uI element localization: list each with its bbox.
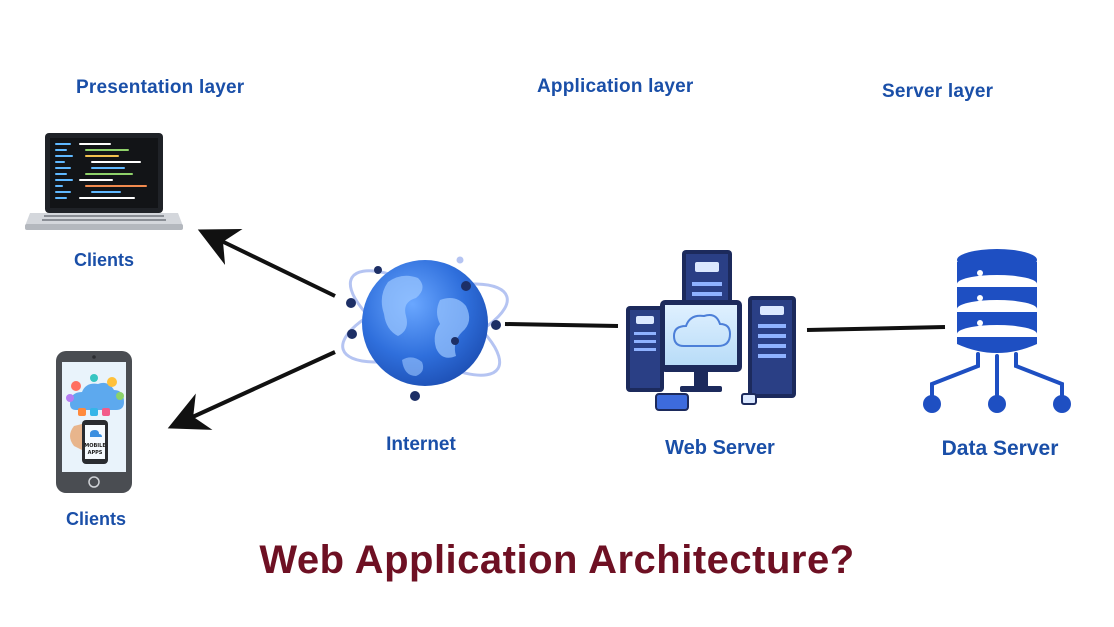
line-webserver-dataserver bbox=[806, 325, 946, 332]
data-server-label: Data Server bbox=[941, 437, 1059, 460]
laptop-clients-label: Clients bbox=[73, 250, 135, 270]
database-icon bbox=[923, 249, 1071, 413]
phone-screen-caption-line1: MOBILE bbox=[84, 443, 106, 449]
presentation-layer-label: Presentation layer bbox=[76, 77, 245, 98]
internet-label: Internet bbox=[386, 434, 456, 455]
line-internet-webserver bbox=[504, 322, 619, 328]
connections bbox=[167, 228, 946, 430]
smartphone-icon: MOBILE APPS bbox=[56, 351, 132, 493]
web-server-icon bbox=[626, 250, 796, 411]
mobile-clients-label: Clients bbox=[65, 509, 127, 529]
phone-screen-caption-line2: APPS bbox=[88, 450, 103, 456]
application-layer-label: Application layer bbox=[537, 76, 694, 97]
globe-icon bbox=[341, 256, 509, 401]
arrow-to-laptop-client bbox=[197, 228, 336, 298]
diagram-title: Web Application Architecture? bbox=[259, 538, 855, 582]
arrow-to-mobile-client bbox=[167, 350, 336, 430]
server-layer-label: Server layer bbox=[882, 81, 994, 102]
web-server-label: Web Server bbox=[665, 437, 775, 459]
laptop-icon bbox=[25, 133, 183, 230]
